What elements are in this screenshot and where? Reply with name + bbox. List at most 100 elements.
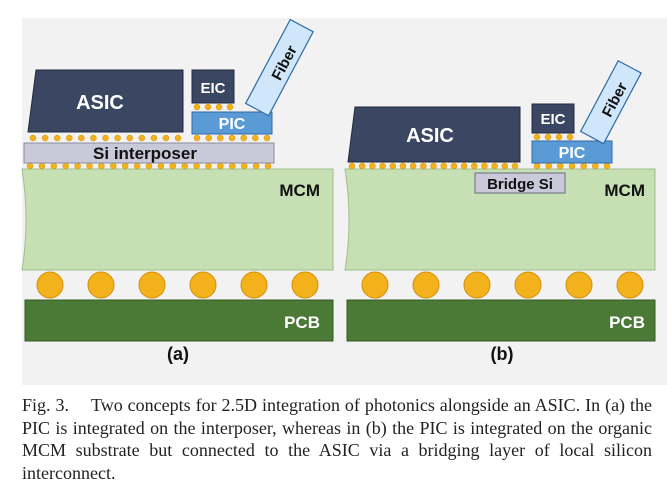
micro-bump	[240, 134, 247, 142]
pic-chip-a	[191, 111, 273, 135]
micro-bump	[471, 162, 478, 170]
micro-bump	[62, 162, 69, 170]
micro-bump	[78, 134, 85, 142]
micro-bump	[409, 162, 417, 170]
solder-ball	[189, 271, 217, 299]
figure-caption: Fig. 3.Two concepts for 2.5D integration…	[22, 394, 652, 484]
solder-ball	[291, 271, 319, 299]
micro-bump	[150, 134, 158, 142]
micro-bump	[29, 134, 37, 142]
micro-bump	[126, 134, 133, 142]
pcb-a	[24, 299, 334, 342]
micro-bump	[133, 162, 141, 170]
si-interposer-label: Si interposer	[93, 144, 197, 163]
solder-ball	[565, 271, 593, 299]
fiber-body-b	[579, 59, 642, 145]
micro-bump	[169, 162, 177, 170]
asic-chip-a	[27, 69, 184, 133]
micro-bump	[557, 162, 564, 170]
micro-bump	[252, 162, 260, 170]
solder-ball	[616, 271, 644, 299]
micro-bump	[592, 162, 599, 170]
micro-bump	[379, 162, 386, 170]
micro-bump	[501, 162, 509, 170]
micro-bump	[533, 133, 541, 141]
micro-bump	[348, 162, 356, 170]
micro-bump	[399, 162, 407, 170]
bump-row-eic-b	[533, 133, 574, 141]
micro-bump	[98, 162, 105, 170]
bridge-si-label: Bridge Si	[487, 176, 553, 193]
micro-bump	[568, 162, 576, 170]
micro-bump	[193, 134, 201, 142]
ball-row-a	[36, 271, 319, 299]
micro-bump	[205, 162, 212, 170]
micro-bump	[580, 162, 587, 170]
pic-label-b: PIC	[559, 145, 586, 162]
micro-bump	[90, 134, 97, 142]
asic-label-b: ASIC	[406, 125, 454, 147]
asic-label-a: ASIC	[76, 92, 124, 114]
asic-chip-b	[347, 106, 521, 163]
micro-bump	[460, 162, 468, 170]
fiber-body-a	[244, 18, 315, 117]
micro-bump	[217, 134, 224, 142]
caption-text: Two concepts for 2.5D integration of pho…	[22, 395, 652, 483]
micro-bump	[53, 134, 61, 142]
micro-bump	[174, 134, 182, 142]
pic-label-a: PIC	[219, 116, 246, 133]
bump-row-pic-a	[193, 134, 271, 142]
micro-bump	[229, 162, 236, 170]
mcm-label-a: MCM	[279, 181, 320, 200]
micro-bump	[50, 162, 58, 170]
pic-chip-b	[531, 140, 613, 164]
panel-label-a: (a)	[167, 344, 189, 364]
micro-bump	[511, 162, 519, 170]
micro-bump	[86, 162, 93, 170]
solder-ball	[463, 271, 491, 299]
micro-bump	[138, 134, 146, 142]
micro-bump	[545, 162, 552, 170]
solder-ball	[36, 271, 64, 299]
micro-bump	[533, 162, 541, 170]
bump-row-asic-b	[348, 162, 519, 170]
micro-bump	[110, 162, 117, 170]
solder-ball	[361, 271, 389, 299]
micro-bump	[193, 162, 200, 170]
micro-bump	[162, 134, 170, 142]
micro-bump	[389, 162, 397, 170]
micro-bump	[157, 162, 165, 170]
solder-ball	[87, 271, 115, 299]
micro-bump	[544, 133, 552, 141]
bump-row-eic-a	[193, 103, 234, 111]
si-interposer	[23, 142, 275, 164]
eic-label-b: EIC	[540, 111, 565, 128]
mcm-substrate-b	[344, 168, 656, 271]
micro-bump	[121, 162, 129, 170]
eic-chip-a	[191, 69, 235, 104]
micro-bump	[228, 134, 236, 142]
mcm-label-b: MCM	[604, 181, 645, 200]
micro-bump	[430, 162, 437, 170]
micro-bump	[215, 103, 223, 111]
micro-bump	[205, 134, 212, 142]
micro-bump	[102, 134, 109, 142]
solder-ball	[138, 271, 166, 299]
micro-bump	[145, 162, 153, 170]
mcm-substrate-a	[21, 168, 334, 271]
micro-bump	[181, 162, 188, 170]
bump-row-interposer-bottom-a	[26, 162, 272, 170]
micro-bump	[263, 134, 271, 142]
micro-bump	[566, 133, 574, 141]
micro-bump	[38, 162, 46, 170]
panel-a: PCB MCM Si interposer ASIC PIC EIC Fiber…	[21, 18, 334, 364]
micro-bump	[66, 134, 73, 142]
solder-ball	[240, 271, 268, 299]
eic-label-a: EIC	[200, 80, 225, 97]
caption-tag: Fig. 3.	[22, 395, 69, 415]
micro-bump	[264, 162, 272, 170]
bridge-si	[474, 172, 566, 194]
micro-bump	[204, 103, 212, 111]
bump-row-asic-a	[29, 134, 182, 142]
micro-bump	[603, 162, 611, 170]
